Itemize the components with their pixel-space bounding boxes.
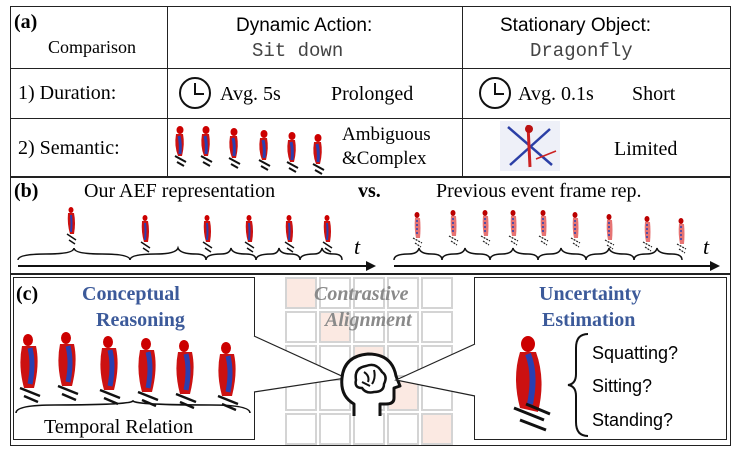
comparison-header: Comparison (48, 37, 136, 57)
col2-title: Stationary Object: (500, 15, 652, 36)
reasoning-title: Reasoning (96, 309, 185, 331)
part-a-label: (a) (14, 11, 38, 33)
table-a-divider (10, 68, 731, 69)
object-duration-desc: Short (632, 83, 676, 105)
grid-cell (319, 277, 351, 309)
semantic-object-desc: Limited (614, 138, 678, 160)
table-a-divider (167, 6, 168, 177)
sit-down-event-sequence-image (174, 124, 326, 176)
temporal-sequence-image (18, 330, 248, 410)
temporal-brace (15, 399, 251, 414)
col1-title: Dynamic Action: (236, 15, 373, 36)
table-a (10, 6, 731, 177)
grid-cell (387, 413, 419, 445)
conceptual-reasoning-box (13, 277, 255, 440)
panel-c (10, 274, 731, 446)
temporal-relation-caption: Temporal Relation (44, 416, 194, 438)
semantic-action-desc-2: &Complex (342, 148, 427, 169)
grid-cell (285, 311, 317, 343)
time-axis-label-right: t (703, 234, 710, 259)
time-axis-label-left: t (354, 234, 361, 259)
semantic-action-desc-1: Ambiguous (342, 124, 431, 145)
grid-cell (285, 413, 317, 445)
grid-cell (353, 277, 385, 309)
clock-icon (479, 77, 511, 109)
grid-cell (421, 311, 453, 343)
clock-icon (179, 77, 211, 109)
grid-cell (353, 311, 385, 343)
table-a-divider (462, 6, 463, 177)
action-duration-desc: Prolonged (331, 83, 414, 105)
dragonfly-event-image (500, 121, 560, 171)
object-duration-avg: Avg. 0.1s (518, 83, 594, 105)
uncertainty-title: Uncertainty (539, 283, 642, 305)
aef-title: Our AEF representation (84, 180, 276, 202)
aef-timeline (17, 206, 376, 271)
option-standing: Standing? (592, 410, 674, 430)
grid-cell (387, 277, 419, 309)
conceptual-title: Conceptual (82, 283, 180, 305)
callout-pointer-right (394, 343, 478, 397)
col2-subtitle: Dragonfly (530, 40, 633, 62)
grid-cell (285, 277, 317, 309)
previous-title: Previous event frame rep. (436, 180, 642, 202)
vs-text: vs. (358, 180, 381, 202)
contrastive-title: Contrastive (314, 283, 409, 305)
options-brace (567, 333, 589, 437)
brain-head-icon (340, 352, 402, 416)
part-b-label: (b) (14, 180, 39, 202)
action-duration-avg: Avg. 5s (220, 83, 281, 105)
previous-event-frame-timeline (393, 209, 720, 271)
grid-cell (319, 311, 351, 343)
part-c-label: (c) (16, 283, 39, 305)
uncertainty-estimation-box (474, 277, 727, 440)
table-a-divider (10, 118, 731, 119)
alignment-title: Alignment (325, 309, 412, 331)
ambiguous-pose-image (513, 336, 551, 432)
semantic-label: 2) Semantic: (18, 137, 120, 159)
col1-subtitle: Sit down (252, 40, 344, 62)
option-squatting: Squatting? (592, 343, 679, 363)
grid-cell (421, 413, 453, 445)
option-sitting: Sitting? (592, 376, 653, 396)
grid-cell (319, 413, 351, 445)
duration-label: 1) Duration: (18, 82, 117, 104)
panel-b (10, 177, 731, 274)
estimation-title: Estimation (542, 309, 636, 331)
grid-cell (421, 277, 453, 309)
grid-cell (387, 311, 419, 343)
